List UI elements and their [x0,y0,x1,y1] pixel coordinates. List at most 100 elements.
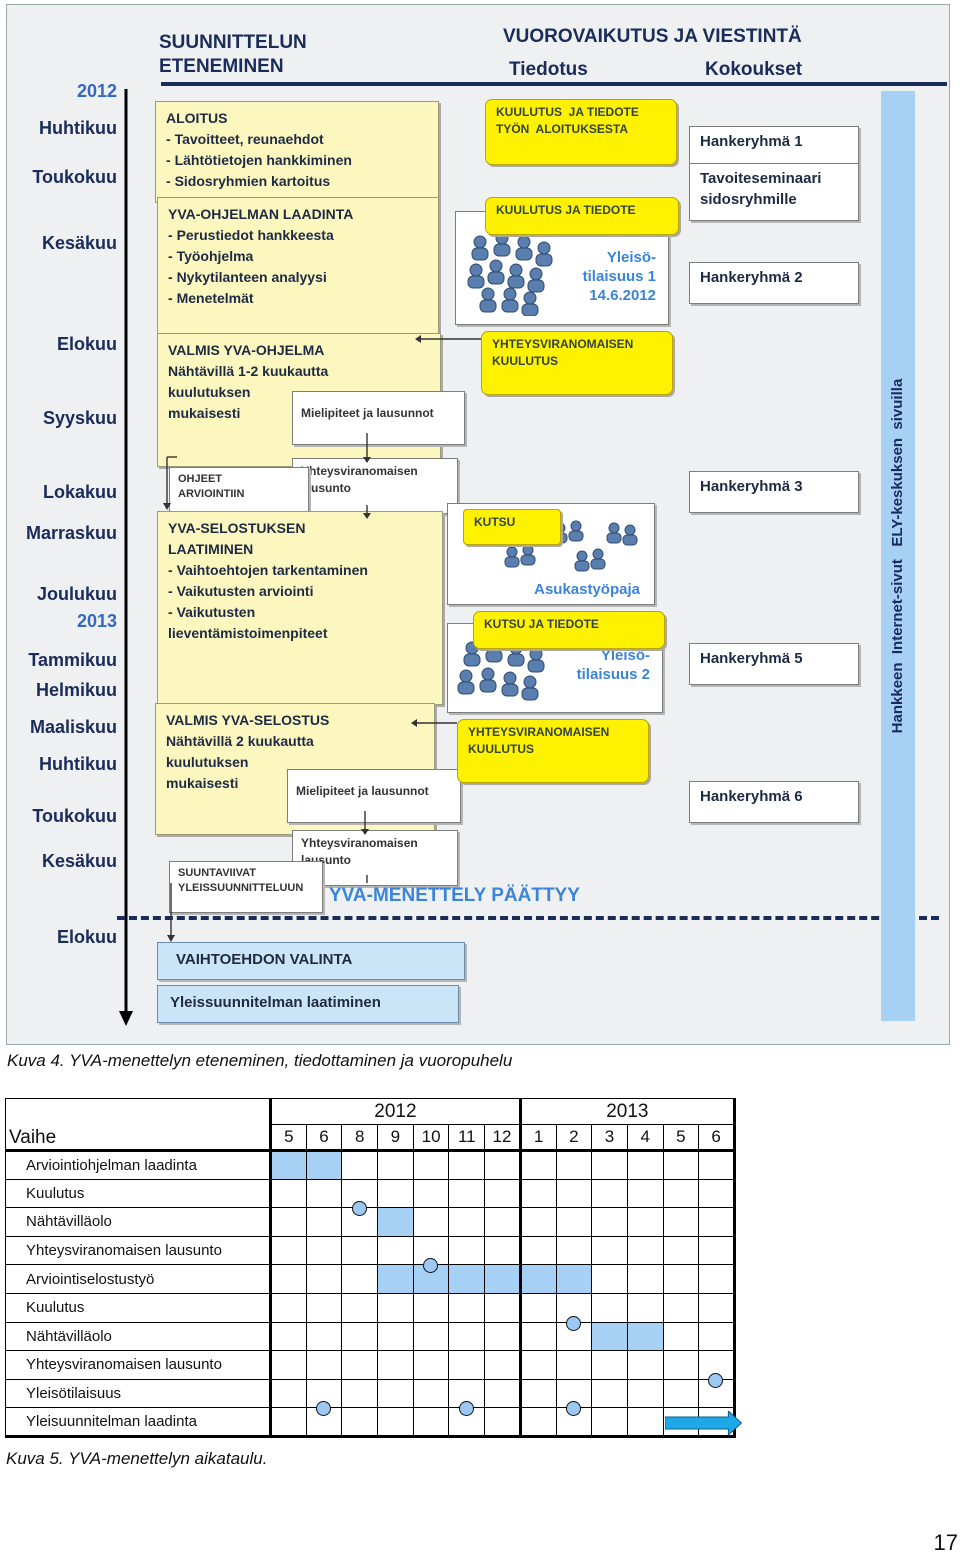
schedule-cell [305,1207,343,1237]
schedule-cell [626,1321,664,1352]
schedule-cell [305,1378,343,1417]
month-label: Elokuu [56,334,117,354]
schedule-cell [662,1235,700,1266]
schedule-cell [484,1292,521,1323]
kuulutus-tiedote-pill: KUULUTUS JA TIEDOTE [485,197,679,235]
kutsu-pill: KUTSU [463,509,561,545]
schedule-cell [412,1292,450,1323]
schedule-cell [341,1264,379,1294]
schedule-cell [341,1150,379,1180]
schedule-row: Kuulutus [5,1178,736,1217]
month-label: Toukokuu [32,806,117,826]
aloitus-item: Lähtötietojen hankkiminen [166,150,428,171]
month-label: Joulukuu [37,584,117,604]
schedule-cell [518,1264,557,1294]
schedule-cell [698,1235,736,1266]
month-label: Marraskuu [25,523,117,543]
schedule-cell [377,1178,414,1209]
selostus-title: YVA-SELOSTUKSEN LAATIMINEN [168,520,306,557]
end-dashed-line [117,916,939,920]
schedule-cell [555,1178,593,1209]
internet-sivut-label: Hankkeen Internet-sivut ELY-keskuksen si… [889,378,906,734]
month-label: Huhtikuu [39,754,117,774]
schedule-row: Yhteysviranomaisen lausunto [5,1235,736,1274]
schedule-row: Yhteysviranomaisen lausunto [5,1350,736,1388]
figure4-caption: Kuva 4. YVA-menettelyn eteneminen, tiedo… [7,1051,513,1070]
month-label: Elokuu [56,927,117,947]
schedule-cell [377,1378,414,1409]
schedule-cell [698,1150,736,1180]
schedule-cell [518,1321,557,1352]
schedule-cell [626,1235,664,1266]
schedule-cell [518,1292,557,1323]
schedule-cell [305,1264,343,1294]
schedule-cell [591,1321,628,1352]
figure-yva-process: SUUNNITTELUN ETENEMINEN VUOROVAIKUTUS JA… [6,4,950,1045]
schedule-cell [377,1292,414,1323]
schedule-cell [269,1235,307,1266]
month-header: 9 [377,1124,414,1152]
schedule-cell [518,1235,557,1266]
year-2012: 2012 [76,81,117,101]
schedule-cell [626,1350,664,1380]
schedule-cell [448,1235,486,1266]
schedule-cell [555,1292,593,1331]
schedule-cell [626,1264,664,1294]
schedule-cell [555,1235,593,1266]
schedule-cell [698,1292,736,1323]
continuation-arrow [665,1411,743,1436]
schedule-cell [518,1407,557,1438]
phase-label: Yleisötilaisuus [5,1378,271,1409]
month-label: Syyskuu [42,408,117,428]
schedule-cell [662,1150,700,1180]
month-header: 6 [698,1124,736,1152]
schedule-cell [269,1350,307,1380]
month-header: 1 [518,1124,557,1152]
yhteysviranomaisen-kuulutus-pill-1: YHTEYSVIRANOMAISEN KUULUTUS [481,331,673,395]
phase-label: Nähtävilläolo [5,1321,271,1352]
ohjelma-item: Nykytilanteen analyysi [168,267,428,288]
schedule-cell [626,1207,664,1237]
header-tiedotus: Tiedotus [509,59,588,80]
schedule-cell [412,1207,450,1237]
schedule-cell [626,1292,664,1323]
header-divider [161,82,947,86]
schedule-cell [518,1178,557,1209]
mielipiteet-box-1: Mielipiteet ja lausunnot [292,391,465,445]
asukastyopaja-label: Asukastyöpaja [534,581,640,598]
ohjelma-title: YVA-OHJELMAN LAADINTA [168,206,354,222]
selostus-item: Vaihtoehtojen tarkentaminen [168,560,432,581]
month-header: 5 [662,1124,700,1152]
year-header-2012: 2012 [269,1098,521,1125]
schedule-cell [484,1378,521,1409]
schedule-cell [484,1350,521,1380]
phase-label: Kuulutus [5,1292,271,1323]
yhteys-lausunto-box-2: Yhteysviranomaisen lausunto [292,830,458,886]
crowd-icon [457,637,545,701]
month-label: Huhtikuu [39,118,117,138]
schedule-cell [269,1207,307,1237]
hankeryhma-1: Hankeryhmä 1 [689,126,859,168]
milestone-marker [316,1401,332,1417]
month-header: 12 [484,1124,521,1152]
schedule-cell [269,1292,307,1323]
schedule-cell [269,1264,307,1294]
schedule-row: Nähtävilläolo [5,1207,736,1237]
hankeryhma-2: Hankeryhmä 2 [689,262,859,304]
schedule-cell [305,1150,343,1180]
crowd-icon [467,231,553,316]
selostus-item: Vaikutusten arviointi [168,581,432,602]
schedule-cell [662,1292,700,1323]
schedule-cell [626,1378,664,1409]
yleisotilaisuus-2-label: Yleisö- tilaisuus 2 [576,647,650,683]
schedule-cell [377,1150,414,1180]
valmis-selostus-line: kuulutuksen [166,754,249,770]
mielipiteet-box-2: Mielipiteet ja lausunnot [287,769,461,823]
schedule-row: Yleisuunnitelman laadinta [5,1407,736,1438]
figure5-caption: Kuva 5. YVA-menettelyn aikataulu. [6,1449,268,1468]
timeline-arrow [119,89,133,1026]
schedule-cell [269,1378,307,1409]
schedule-cell [662,1350,700,1380]
schedule-cell [305,1178,343,1209]
schedule-cell [448,1178,486,1209]
